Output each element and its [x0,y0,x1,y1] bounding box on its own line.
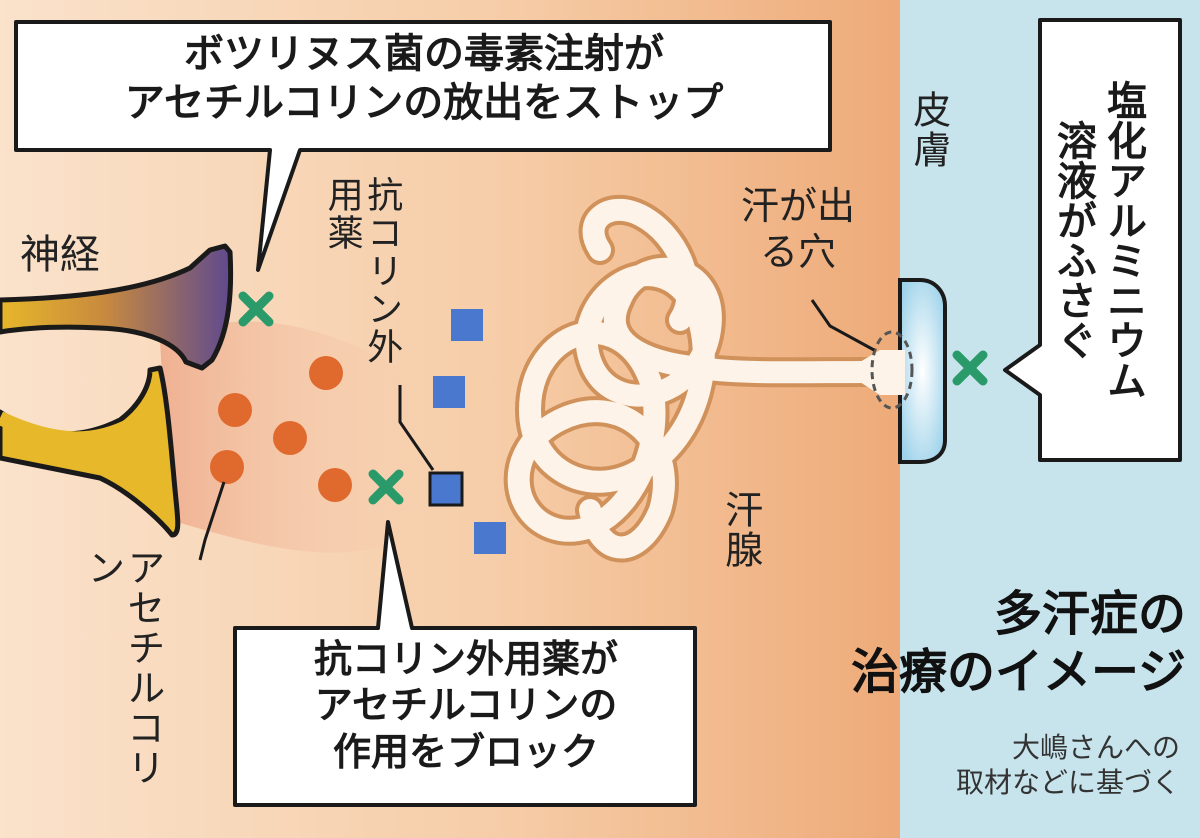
label-nerve: 神経 [20,232,100,278]
label-anticholinergic: 抗コリン外用薬 [321,176,403,366]
source-note-line-1: 大嶋さんへの [1011,731,1180,764]
acetylcholine-dot [210,450,244,484]
topical-callout-bubble [233,520,697,807]
lower-nerve-axon [0,411,136,446]
drug-square [428,471,464,507]
drug-square [474,522,506,554]
diagram-title-line-1: 多汗症の [993,586,1186,642]
sweat-pore-highlight [870,330,914,410]
aluminum-callout-bubble [1003,18,1182,462]
acetylcholine-dot [273,421,307,455]
source-note: 大嶋さんへの 取材などに基づく [880,730,1180,800]
label-sweat-pore: 汗が出る穴 [728,184,868,275]
drug-square [451,309,483,341]
x-block-mark-pore [952,350,988,386]
topical-callout-line-1: 抗コリン外用薬が [313,637,618,681]
anticholinergic-leader [398,385,435,471]
sweat-gland [503,195,885,563]
aluminum-plug [898,278,947,464]
leader-lines [198,299,875,561]
drug-square [433,376,465,408]
label-sweat-pore-text: 汗が出る穴 [740,184,855,274]
topical-callout-text: 抗コリン外用薬が アセチルコリンの 作用をブロック [240,636,692,775]
acetylcholine-dot [318,468,352,502]
acetylcholine-dot [309,356,343,390]
source-note-line-2: 取材などに基づく [955,766,1180,799]
diagram-title: 多汗症の 治療のイメージ [846,586,1186,701]
botox-callout-line-1: ボツリヌス菌の毒素注射が [184,31,664,77]
label-acetylcholine: アセチルコリン [80,548,165,788]
acetylcholine-molecules [210,356,352,502]
pore-leader [810,299,875,352]
block-marks [238,291,988,505]
lower-nerve-fiber [0,365,181,538]
botox-callout-line-2: アセチルコリンの放出をストップ [124,79,724,126]
label-sweat-gland: 汗腺 [718,490,763,570]
topical-callout-line-2: アセチルコリンの [314,683,618,728]
x-block-mark-nerve [238,291,274,327]
botox-callout-text: ボツリヌス菌の毒素注射が アセチルコリンの放出をストップ [20,30,828,128]
topical-callout-line-3: 作用をブロック [332,729,599,774]
botox-callout-bubble [14,20,832,272]
aluminum-callout-line-2: 溶液がふさぐ [1050,120,1096,360]
aluminum-callout-text: 塩化アルミニウム 溶液がふさぐ [1048,30,1148,450]
x-block-mark-receptor [368,469,404,505]
anticholinergic-molecules [428,309,506,554]
acetylcholine-leader [198,481,226,561]
diagram-title-line-2: 治療のイメージ [850,643,1186,700]
aluminum-callout-line-1: 塩化アルミニウム [1100,80,1146,400]
callout-bubbles [14,18,1182,807]
acetylcholine-dot [218,393,252,427]
upper-nerve-fiber [0,243,234,371]
label-skin: 皮膚 [906,90,951,170]
